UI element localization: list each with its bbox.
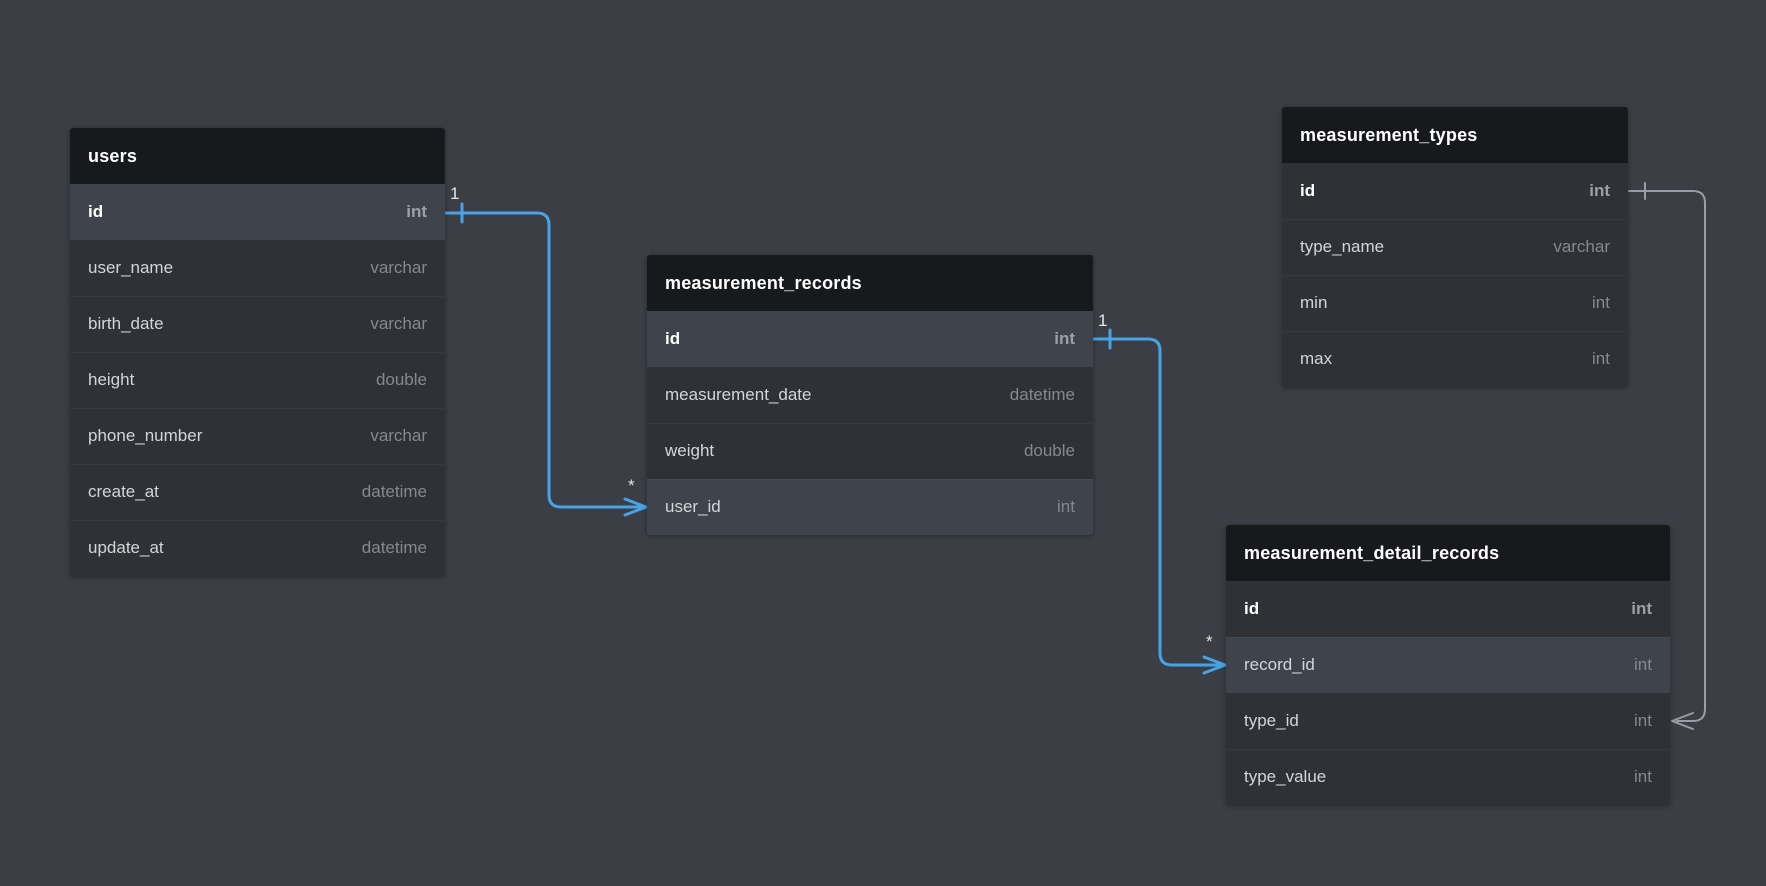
field-name: id — [665, 329, 681, 348]
relationship-line[interactable] — [1627, 190, 1706, 722]
field-name: birth_date — [88, 314, 164, 333]
field-row-type_name[interactable]: type_name varchar — [1282, 219, 1628, 275]
field-name: user_name — [88, 258, 174, 277]
table-users[interactable]: users id int user_name varchar birth_dat… — [70, 128, 445, 576]
table-title: users — [88, 146, 138, 166]
field-row-id[interactable]: id int — [647, 311, 1093, 367]
field-name: measurement_date — [665, 385, 812, 404]
field-row-type_id[interactable]: type_id int — [1226, 693, 1670, 749]
field-name: id — [88, 202, 104, 221]
many-arrow-icon — [1202, 655, 1227, 675]
field-row-weight[interactable]: weight double — [647, 423, 1093, 479]
field-name: max — [1300, 349, 1333, 368]
field-type: int — [1054, 329, 1075, 348]
table-measurement_records[interactable]: measurement_records id int measurement_d… — [647, 255, 1093, 535]
field-type: datetime — [361, 482, 427, 501]
table-title: measurement_detail_records — [1244, 543, 1500, 563]
field-type: int — [1634, 655, 1652, 674]
field-row-measurement_date[interactable]: measurement_date datetime — [647, 367, 1093, 423]
field-name: record_id — [1244, 655, 1315, 674]
field-name: id — [1300, 181, 1316, 200]
relationship-measurement_types-detail_records[interactable] — [1627, 182, 1706, 730]
table-header-measurement_records[interactable]: measurement_records — [647, 255, 1093, 311]
field-name: create_at — [88, 482, 159, 501]
field-type: int — [1634, 711, 1652, 730]
field-name: height — [88, 370, 135, 389]
table-measurement_types[interactable]: measurement_types id int type_name varch… — [1282, 107, 1628, 387]
field-type: varchar — [370, 426, 427, 445]
field-type: int — [1592, 293, 1610, 312]
table-title: measurement_records — [665, 273, 862, 293]
field-type: datetime — [1009, 385, 1075, 404]
field-type: datetime — [361, 538, 427, 557]
field-name: weight — [665, 441, 715, 460]
field-type: varchar — [370, 314, 427, 333]
table-header-measurement_types[interactable]: measurement_types — [1282, 107, 1628, 163]
field-row-id[interactable]: id int — [70, 184, 445, 240]
field-type: int — [1634, 767, 1652, 786]
field-type: int — [406, 202, 427, 221]
field-type: int — [1592, 349, 1610, 368]
relationship-line[interactable] — [443, 211, 642, 509]
field-row-id[interactable]: id int — [1226, 581, 1670, 637]
field-type: int — [1057, 497, 1075, 516]
field-row-type_value[interactable]: type_value int — [1226, 749, 1670, 805]
relationship-line[interactable] — [1091, 337, 1221, 667]
table-header-measurement_detail_records[interactable]: measurement_detail_records — [1226, 525, 1670, 581]
field-name: id — [1244, 599, 1260, 618]
field-name: phone_number — [88, 426, 203, 445]
field-name: type_id — [1244, 711, 1299, 730]
relationship-users-measurement_records[interactable] — [443, 202, 648, 517]
field-type: varchar — [1553, 237, 1610, 256]
field-row-create_at[interactable]: create_at datetime — [70, 464, 445, 520]
field-row-user_id[interactable]: user_id int — [647, 479, 1093, 535]
table-title: measurement_types — [1300, 125, 1478, 145]
table-header-users[interactable]: users — [70, 128, 445, 184]
field-type: double — [1023, 441, 1075, 460]
field-type: int — [1631, 599, 1652, 618]
field-type: double — [375, 370, 427, 389]
field-name: user_id — [665, 497, 721, 516]
field-type: int — [1589, 181, 1610, 200]
field-row-user_name[interactable]: user_name varchar — [70, 240, 445, 296]
field-name: type_value — [1244, 767, 1327, 786]
field-name: update_at — [88, 538, 164, 557]
field-type: varchar — [370, 258, 427, 277]
field-row-height[interactable]: height double — [70, 352, 445, 408]
field-name: type_name — [1300, 237, 1385, 256]
field-row-birth_date[interactable]: birth_date varchar — [70, 296, 445, 352]
field-row-max[interactable]: max int — [1282, 331, 1628, 387]
field-name: min — [1300, 293, 1328, 312]
many-arrow-icon — [1671, 712, 1694, 730]
table-measurement_detail_records[interactable]: measurement_detail_records id int record… — [1226, 525, 1670, 805]
field-row-phone_number[interactable]: phone_number varchar — [70, 408, 445, 464]
relationship-measurement_records-detail_records[interactable] — [1091, 328, 1227, 675]
many-arrow-icon — [623, 497, 648, 517]
field-row-id[interactable]: id int — [1282, 163, 1628, 219]
field-row-min[interactable]: min int — [1282, 275, 1628, 331]
field-row-update_at[interactable]: update_at datetime — [70, 520, 445, 576]
field-row-record_id[interactable]: record_id int — [1226, 637, 1670, 693]
